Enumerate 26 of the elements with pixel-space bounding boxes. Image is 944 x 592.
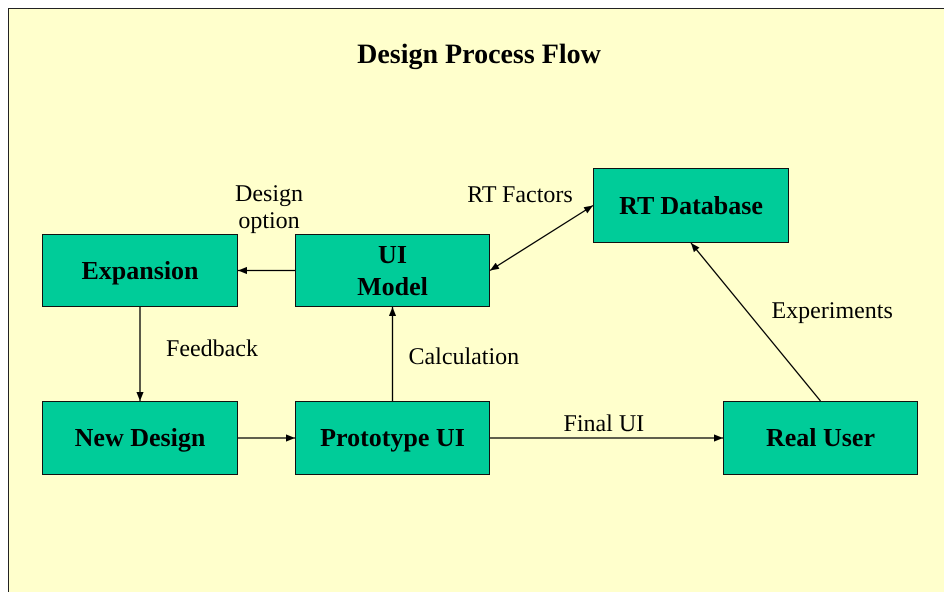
arrow <box>388 307 396 401</box>
process-box <box>42 234 238 307</box>
arrow <box>490 434 723 442</box>
edge-label: RT Factors <box>466 182 574 210</box>
box-label: RT Database <box>619 190 763 222</box>
box-label: Real User <box>766 422 875 454</box>
box-label: Prototype UI <box>320 422 465 454</box>
process-box <box>295 401 490 475</box>
arrow <box>690 242 821 402</box>
diagram-title: Design Process Flow <box>356 39 602 71</box>
box-label: Expansion <box>81 254 199 286</box>
arrow <box>238 266 295 274</box>
arrow <box>490 204 594 272</box>
box-label: UI Model <box>356 239 429 302</box>
edge-label: Calculation <box>408 344 520 372</box>
process-box <box>723 401 918 475</box>
box-label: New Design <box>74 422 206 454</box>
process-box <box>295 234 490 307</box>
arrow <box>238 434 295 442</box>
process-box <box>593 168 789 243</box>
edge-label: Feedback <box>166 336 258 364</box>
arrow <box>136 307 144 401</box>
process-box <box>42 401 238 475</box>
edge-label: Design option <box>234 180 304 236</box>
edge-label: Experiments <box>772 298 893 326</box>
edge-label: Final UI <box>564 411 644 439</box>
